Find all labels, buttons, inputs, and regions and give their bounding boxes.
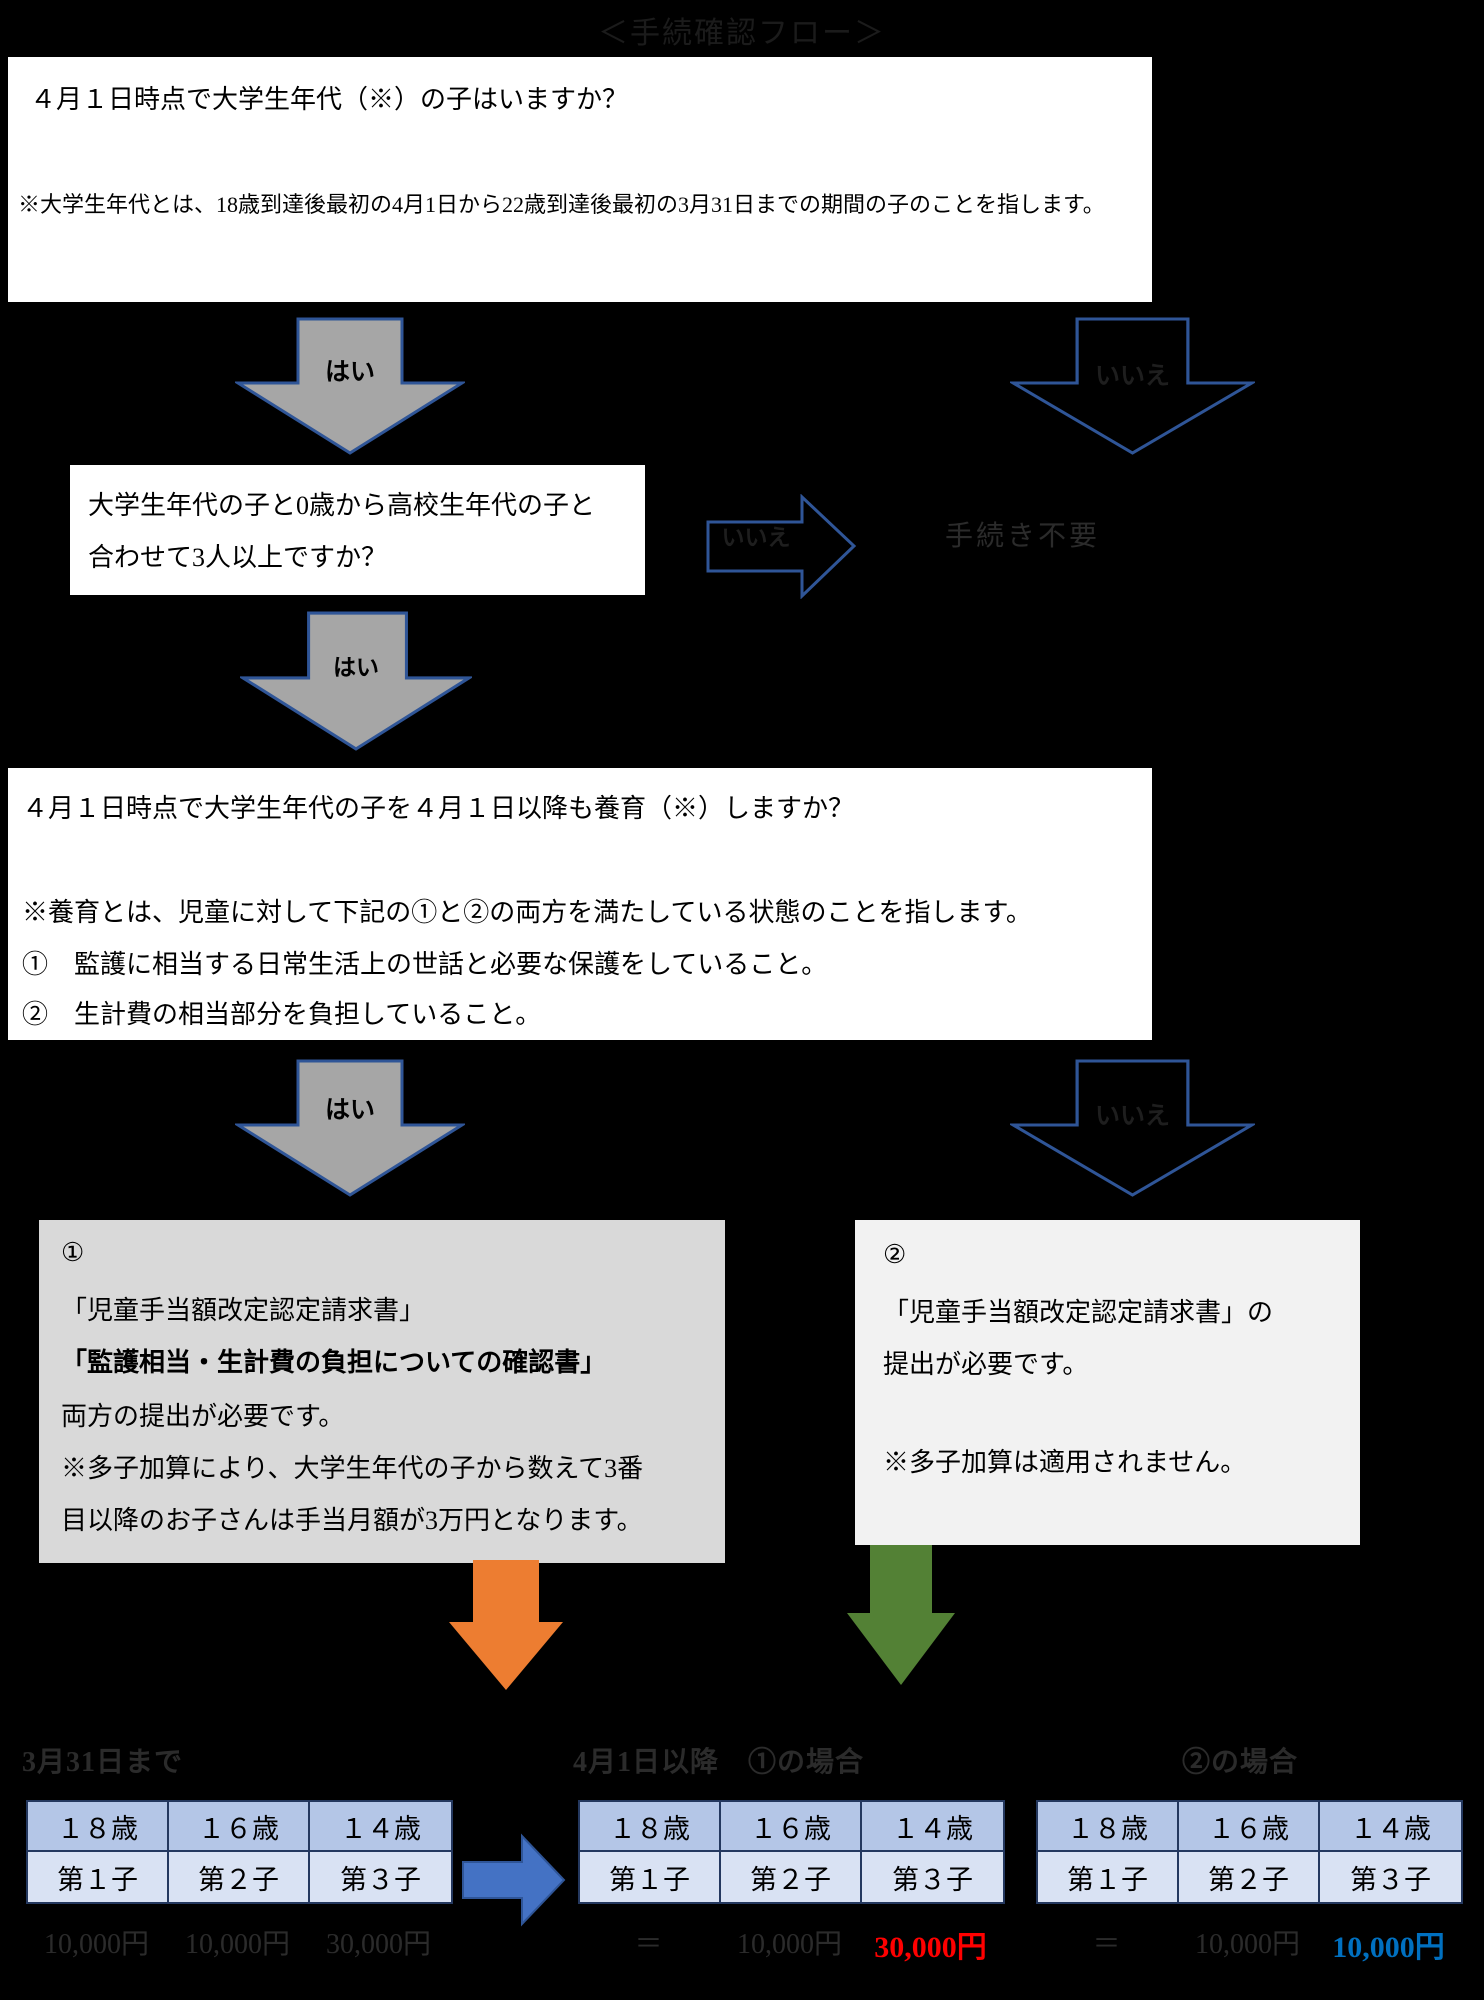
amount-case2-3-highlight: 10,000円 — [1332, 1931, 1445, 1964]
question-box-3: ４月１日時点で大学生年代の子を４月１日以降も養育（※）しますか？ ※養育とは、児… — [8, 768, 1152, 1040]
order-cell: 第１子 — [1038, 1852, 1179, 1902]
question-1-text: ４月１日時点で大学生年代（※）の子はいますか？ — [30, 85, 629, 114]
amount-case2-2: 10,000円 — [1194, 1929, 1300, 1960]
no-arrow-down-icon — [1010, 316, 1255, 456]
table-row: １８歳 １６歳 １４歳 — [28, 1802, 451, 1852]
result-2-number: ② — [883, 1240, 907, 1269]
result-2-note: ※多子加算は適用されません。 — [883, 1448, 1247, 1477]
order-cell: 第１子 — [28, 1852, 169, 1902]
table-row: 第１子 第２子 第３子 — [580, 1852, 1003, 1902]
amount-before-2: 10,000円 — [184, 1929, 290, 1960]
order-cell: 第２子 — [169, 1852, 310, 1902]
table-row: 第１子 第２子 第３子 — [1038, 1852, 1461, 1902]
yes-label-3: はい — [324, 1097, 375, 1124]
table-case2: １８歳 １６歳 １４歳 第１子 第２子 第３子 — [1036, 1800, 1463, 1904]
table-before-april: １８歳 １６歳 １４歳 第１子 第２子 第３子 — [26, 1800, 453, 1904]
question-2-line2: 合わせて3人以上ですか？ — [88, 543, 388, 572]
result-1-doc2: 「監護相当・生計費の負担についての確認書」 — [61, 1348, 607, 1377]
question-3-text: ４月１日時点で大学生年代の子を４月１日以降も養育（※）しますか？ — [22, 794, 855, 823]
amount-before-1: 10,000円 — [43, 1929, 149, 1960]
header-case2: ②の場合 — [1182, 1747, 1299, 1778]
result-1-doc1: 「児童手当額改定認定請求書」 — [61, 1296, 426, 1325]
yes-label-2: はい — [333, 655, 379, 680]
question-box-1: ４月１日時点で大学生年代（※）の子はいますか？ ※大学生年代とは、18歳到達後最… — [8, 57, 1152, 302]
result-1-number: ① — [61, 1238, 85, 1267]
header-before-april: 3月31日まで — [22, 1747, 184, 1778]
amount-case1-3-highlight: 30,000円 — [874, 1931, 987, 1964]
no-label-3: いいえ — [1094, 1103, 1170, 1130]
age-cell: １８歳 — [28, 1802, 169, 1852]
yes-arrow-down-icon — [235, 1058, 465, 1198]
order-cell: 第２子 — [1179, 1852, 1320, 1902]
age-cell: １６歳 — [1179, 1802, 1320, 1852]
yes-label-1: はい — [324, 359, 375, 386]
blue-arrow-right-icon — [460, 1832, 568, 1928]
age-cell: １６歳 — [721, 1802, 862, 1852]
no-arrow-right-icon — [705, 494, 857, 599]
age-cell: １６歳 — [169, 1802, 310, 1852]
amount-case1-2: 10,000円 — [736, 1929, 842, 1960]
result-box-1: ① 「児童手当額改定認定請求書」 「監護相当・生計費の負担についての確認書」 両… — [37, 1218, 727, 1565]
amount-case2-1: ＝ — [1092, 1929, 1121, 1960]
age-cell: １８歳 — [580, 1802, 721, 1852]
age-cell: １４歳 — [310, 1802, 451, 1852]
order-cell: 第１子 — [580, 1852, 721, 1902]
amount-case1-1: ＝ — [634, 1929, 663, 1960]
table-case1: １８歳 １６歳 １４歳 第１子 第２子 第３子 — [578, 1800, 1005, 1904]
age-cell: １４歳 — [862, 1802, 1003, 1852]
orange-arrow-down-icon — [447, 1560, 565, 1692]
order-cell: 第３子 — [1320, 1852, 1461, 1902]
age-cell: １４歳 — [1320, 1802, 1461, 1852]
page-title: ＜手続確認フロー＞ — [598, 17, 886, 50]
yes-arrow-down-icon — [235, 316, 465, 456]
question-1-note: ※大学生年代とは、18歳到達後最初の4月1日から22歳到達後最初の3月31日まで… — [18, 192, 1105, 217]
result-1-line3: 両方の提出が必要です。 — [61, 1402, 345, 1431]
no-arrow-down-icon — [1010, 1058, 1255, 1198]
table-row: １８歳 １６歳 １４歳 — [1038, 1802, 1461, 1852]
result-1-note2: 目以降のお子さんは手当月額が3万円となります。 — [61, 1506, 643, 1535]
question-3-item1: ① 監護に相当する日常生活上の世話と必要な保護をしていること。 — [22, 950, 828, 979]
yes-arrow-down-icon — [240, 610, 472, 752]
question-2-line1: 大学生年代の子と0歳から高校生年代の子と — [88, 491, 596, 520]
result-1-note1: ※多子加算により、大学生年代の子から数えて3番 — [61, 1454, 644, 1483]
result-2-line1: 「児童手当額改定認定請求書」の — [883, 1298, 1274, 1327]
question-box-2: 大学生年代の子と0歳から高校生年代の子と 合わせて3人以上ですか？ — [70, 465, 645, 595]
question-3-item2: ② 生計費の相当部分を負担していること。 — [22, 1000, 542, 1029]
age-cell: １８歳 — [1038, 1802, 1179, 1852]
result-2-line2: 提出が必要です。 — [883, 1350, 1089, 1379]
green-arrow-down-icon — [845, 1545, 957, 1687]
order-cell: 第２子 — [721, 1852, 862, 1902]
order-cell: 第３子 — [310, 1852, 451, 1902]
header-after-april-case1: 4月1日以降 ①の場合 — [573, 1747, 865, 1778]
order-cell: 第３子 — [862, 1852, 1003, 1902]
no-label-1: いいえ — [1094, 363, 1170, 390]
table-row: 第１子 第２子 第３子 — [28, 1852, 451, 1902]
amount-before-3: 30,000円 — [325, 1929, 431, 1960]
result-box-2: ② 「児童手当額改定認定請求書」の 提出が必要です。 ※多子加算は適用されません… — [855, 1220, 1360, 1545]
no-label-2: いいえ — [721, 525, 791, 550]
outcome-no-procedure: 手続き不要 — [945, 521, 1101, 552]
question-3-note: ※養育とは、児童に対して下記の①と②の両方を満たしている状態のことを指します。 — [22, 898, 1032, 927]
table-row: １８歳 １６歳 １４歳 — [580, 1802, 1003, 1852]
